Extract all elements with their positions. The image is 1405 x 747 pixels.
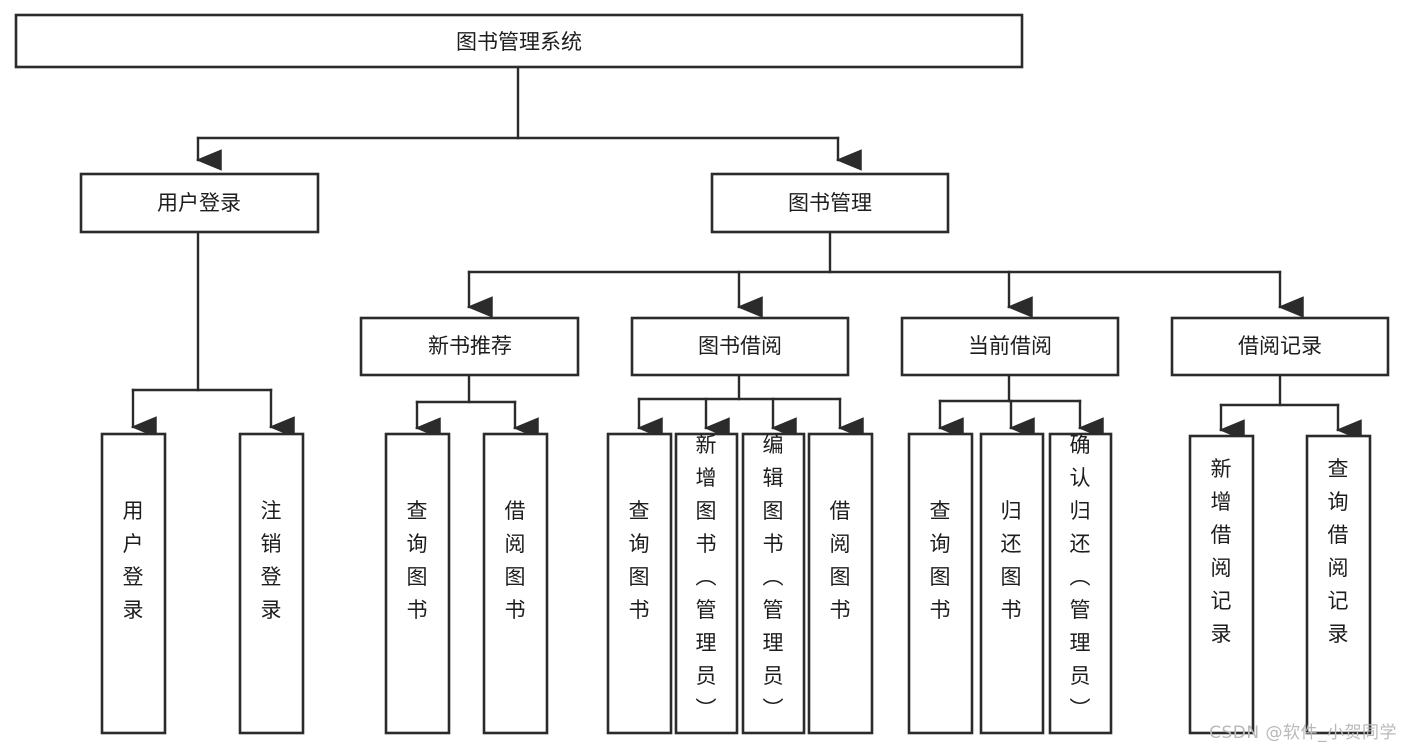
connector-bookmgmt-to-level3 (466, 230, 1304, 318)
leaf-currentborrow-confirm-return[interactable]: 确认归还︵管理员︶ (1048, 432, 1113, 735)
leaf-user-login-logout[interactable]: 注销登录 (238, 432, 305, 735)
leaf-borrowrecord-add-record-label: 新增借阅记录 (1211, 457, 1232, 646)
leaf-user-login-login[interactable]: 用户登录 (100, 432, 167, 735)
leaf-bookborrow-query-book-label: 查询图书 (629, 499, 650, 622)
leaf-newbook-borrow-book-label: 借阅图书 (505, 499, 526, 622)
node-root-label: 图书管理系统 (456, 30, 582, 54)
connector-borrowrecord-to-leaves (1218, 373, 1362, 441)
connector-root-to-level2 (195, 66, 862, 171)
node-book-borrow-label: 图书借阅 (698, 334, 782, 358)
leaf-currentborrow-query-book[interactable]: 查询图书 (907, 432, 974, 735)
node-new-book-recommend[interactable]: 新书推荐 (359, 316, 580, 377)
leaf-bookborrow-borrow-book-label: 借阅图书 (830, 499, 851, 622)
node-borrow-record-label: 借阅记录 (1238, 334, 1322, 358)
leaf-borrowrecord-query-record-label: 查询借阅记录 (1328, 457, 1349, 646)
node-user-login[interactable]: 用户登录 (79, 172, 320, 234)
leaf-borrowrecord-query-record[interactable]: 查询借阅记录 (1305, 434, 1372, 735)
leaf-newbook-query-book-label: 查询图书 (407, 499, 428, 622)
node-root-system[interactable]: 图书管理系统 (14, 13, 1024, 69)
node-borrow-record[interactable]: 借阅记录 (1170, 316, 1390, 377)
connector-newbook-to-leaves (414, 373, 539, 439)
leaf-bookborrow-query-book[interactable]: 查询图书 (606, 432, 673, 735)
node-new-book-recommend-label: 新书推荐 (428, 334, 512, 358)
connector-bookborrow-to-leaves (636, 373, 864, 439)
leaf-currentborrow-return-book-label: 归还图书 (1001, 499, 1022, 622)
node-current-borrow-label: 当前借阅 (968, 334, 1052, 358)
leaf-currentborrow-query-book-label: 查询图书 (930, 499, 951, 622)
node-user-login-label: 用户登录 (157, 191, 241, 215)
leaf-user-login-logout-label: 注销登录 (261, 499, 282, 622)
leaf-newbook-query-book[interactable]: 查询图书 (384, 432, 451, 735)
connector-currentborrow-to-leaves (937, 373, 1104, 439)
node-book-borrow[interactable]: 图书借阅 (630, 316, 850, 377)
node-current-borrow[interactable]: 当前借阅 (900, 316, 1120, 377)
leaf-bookborrow-edit-book[interactable]: 编辑图书︵管理员︶ (741, 432, 806, 735)
node-book-management-label: 图书管理 (788, 191, 872, 215)
leaf-bookborrow-edit-book-label: 编辑图书︵管理员︶ (763, 433, 784, 721)
connector-userlogin-to-leaves (130, 230, 295, 438)
leaf-bookborrow-add-book-label: 新增图书︵管理员︶ (696, 433, 717, 721)
leaf-bookborrow-borrow-book[interactable]: 借阅图书 (807, 432, 874, 735)
leaf-currentborrow-confirm-return-label: 确认归还︵管理员︶ (1070, 433, 1091, 721)
leaf-borrowrecord-add-record[interactable]: 新增借阅记录 (1188, 434, 1255, 735)
node-book-management[interactable]: 图书管理 (710, 172, 950, 234)
leaf-user-login-login-label: 用户登录 (123, 499, 144, 622)
leaf-bookborrow-add-book[interactable]: 新增图书︵管理员︶ (674, 432, 739, 735)
leaf-currentborrow-return-book[interactable]: 归还图书 (979, 432, 1045, 735)
leaf-newbook-borrow-book[interactable]: 借阅图书 (482, 432, 549, 735)
